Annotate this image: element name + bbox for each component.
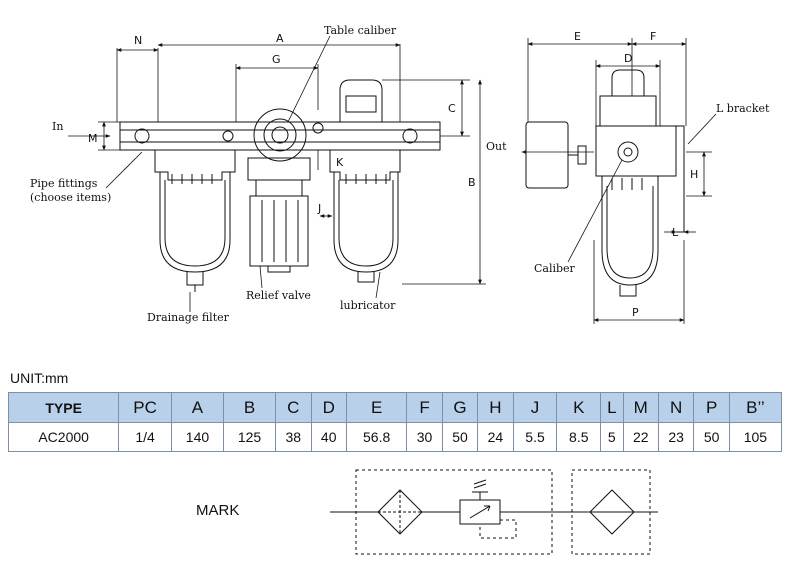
cell-pc: 1/4 xyxy=(118,422,172,452)
header-n: N xyxy=(657,392,695,423)
spring-icon xyxy=(472,479,488,500)
table-row: AC2000 1/4 140 125 38 40 56.8 30 50 24 5… xyxy=(7,422,783,452)
header-j: J xyxy=(512,392,558,423)
header-b2: B’’ xyxy=(728,392,783,423)
label-in: In xyxy=(52,120,63,133)
label-drainage-filter: Drainage filter xyxy=(147,311,230,324)
dim-f: F xyxy=(650,30,656,43)
side-body xyxy=(595,125,677,177)
dim-c: C xyxy=(448,102,456,115)
side-dimensions xyxy=(521,38,717,324)
cell-g: 50 xyxy=(441,422,479,452)
header-pc: PC xyxy=(118,392,172,423)
pressure-gauge-port xyxy=(253,108,307,162)
header-k: K xyxy=(556,392,602,423)
cell-e: 56.8 xyxy=(345,422,408,452)
dim-p: P xyxy=(632,306,639,319)
cell-j: 5.5 xyxy=(512,422,558,452)
header-p: P xyxy=(693,392,730,423)
cell-b2: 105 xyxy=(728,422,783,452)
label-out: Out xyxy=(486,140,507,153)
dim-b: B xyxy=(468,176,476,189)
header-l: L xyxy=(600,392,624,423)
cell-n: 23 xyxy=(657,422,695,452)
label-table-caliber: Table caliber xyxy=(324,24,397,37)
pneumatic-symbol xyxy=(330,469,658,555)
header-d: D xyxy=(310,392,347,423)
port-bolt-right xyxy=(402,128,418,144)
cell-p: 50 xyxy=(693,422,730,452)
cell-type: AC2000 xyxy=(7,422,120,452)
unit-label: UNIT:mm xyxy=(10,370,69,386)
dim-l: L xyxy=(672,226,679,239)
cell-a: 140 xyxy=(170,422,225,452)
label-l-bracket: L bracket xyxy=(716,102,770,115)
spec-table: TYPE PC A B C D E F G H J K L M N P B’’ … xyxy=(7,392,783,452)
dim-g: G xyxy=(272,53,281,66)
header-f: F xyxy=(406,392,443,423)
header-a: A xyxy=(170,392,225,423)
dim-h: H xyxy=(690,168,698,181)
header-b: B xyxy=(222,392,277,423)
front-dimensions xyxy=(68,35,486,312)
label-lubricator: lubricator xyxy=(340,299,396,312)
cell-m: 22 xyxy=(622,422,659,452)
cell-f: 30 xyxy=(406,422,443,452)
header-e: E xyxy=(345,392,408,423)
label-pipe-fittings-choose: (choose items) xyxy=(30,191,111,204)
cell-c: 38 xyxy=(275,422,312,452)
gauge-side xyxy=(525,121,569,189)
cell-h: 24 xyxy=(477,422,514,452)
header-g: G xyxy=(441,392,479,423)
filter-bowl xyxy=(154,149,236,292)
l-bracket xyxy=(676,125,685,233)
label-caliber: Caliber xyxy=(534,262,576,275)
header-c: C xyxy=(275,392,312,423)
cell-b: 125 xyxy=(222,422,277,452)
cell-k: 8.5 xyxy=(556,422,602,452)
technical-drawing: Table caliber In Pipe fittings (choose i… xyxy=(30,24,770,324)
dim-n: N xyxy=(134,34,142,47)
dim-k: K xyxy=(336,156,344,169)
cell-d: 40 xyxy=(310,422,347,452)
dim-j: J xyxy=(317,202,321,215)
dim-d: D xyxy=(624,52,632,65)
label-pipe-fittings: Pipe fittings xyxy=(30,177,98,190)
header-type: TYPE xyxy=(7,392,120,423)
cell-l: 5 xyxy=(600,422,624,452)
regulator-knob xyxy=(249,195,309,267)
header-m: M xyxy=(622,392,659,423)
dim-m: M xyxy=(88,132,98,145)
regulator xyxy=(247,108,311,273)
spec-header-row: TYPE PC A B C D E F G H J K L M N P B’’ xyxy=(7,392,783,423)
mark-label: MARK xyxy=(196,502,240,519)
port-bolt-left xyxy=(134,128,150,144)
dim-a: A xyxy=(276,32,284,45)
label-relief-valve: Relief valve xyxy=(246,289,311,302)
header-h: H xyxy=(477,392,514,423)
lubricator-unit xyxy=(329,79,401,283)
front-view xyxy=(119,79,441,292)
dim-e: E xyxy=(574,30,581,43)
manifold-body xyxy=(119,121,441,151)
side-view xyxy=(525,69,685,297)
